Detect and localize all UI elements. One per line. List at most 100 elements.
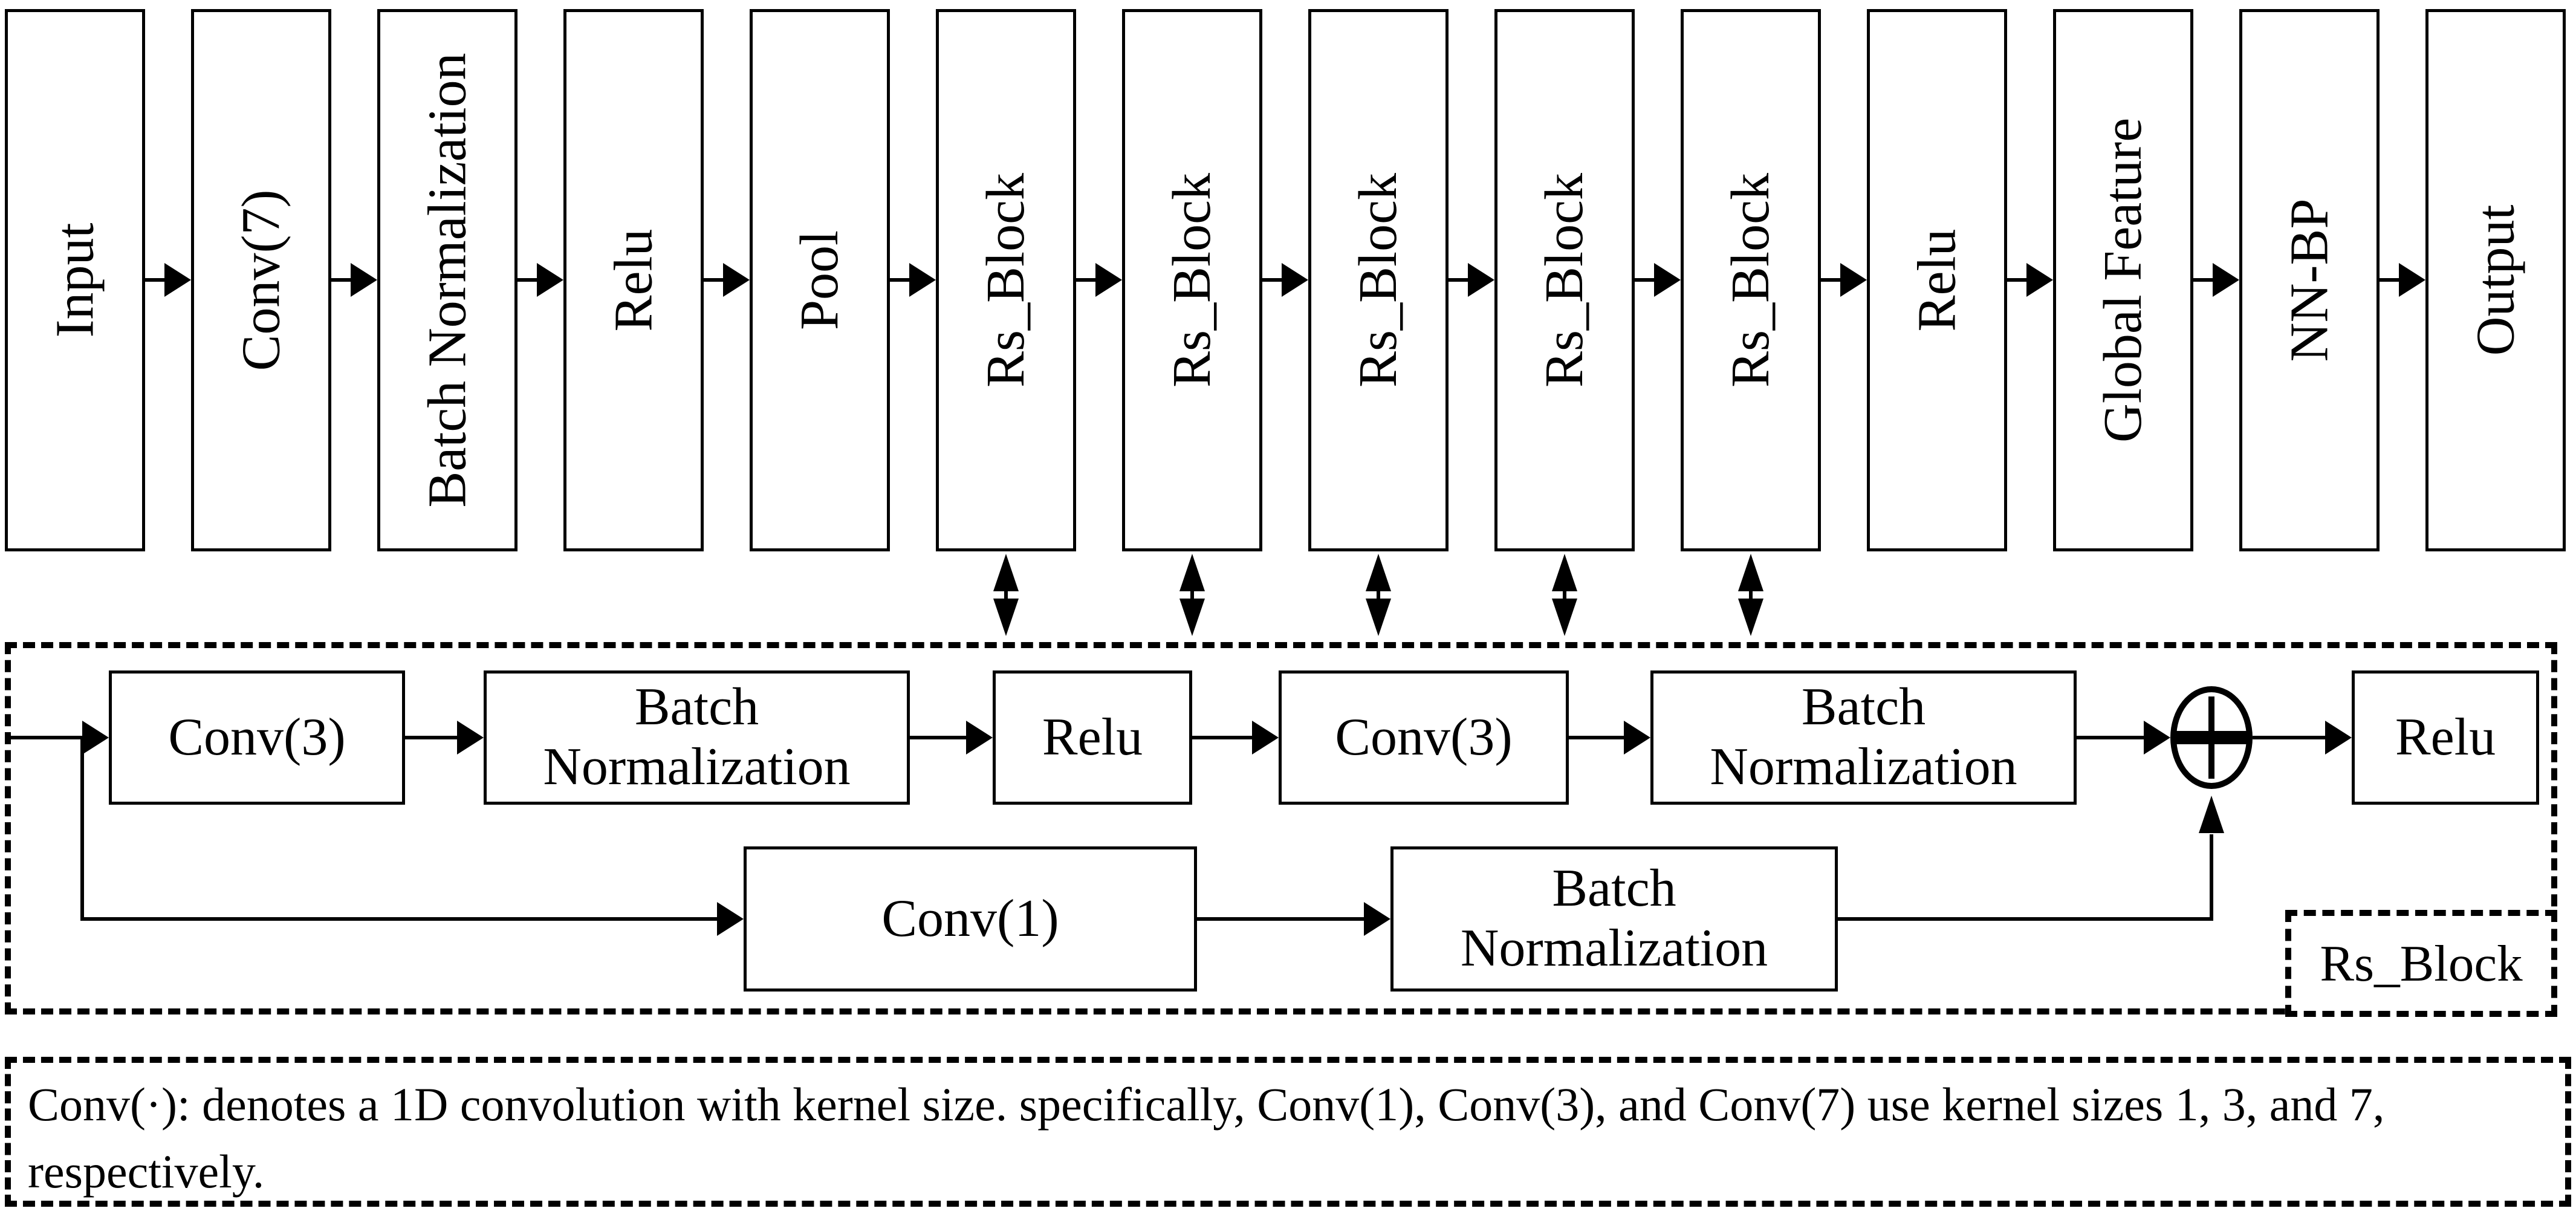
flow-line bbox=[2077, 736, 2145, 739]
flow-line bbox=[1192, 736, 1253, 739]
right-arrowhead-icon bbox=[717, 902, 744, 936]
right-arrowhead-icon bbox=[351, 263, 377, 297]
detail-box-relu-out: Relu bbox=[2352, 670, 2539, 805]
top-row-box-rs-block: Rs_Block bbox=[1308, 9, 1449, 551]
flow-line bbox=[145, 278, 166, 282]
right-arrowhead-icon bbox=[723, 263, 750, 297]
top-row-box-label: Rs_Block bbox=[1721, 172, 1781, 388]
shortcut-line bbox=[80, 917, 718, 921]
detail-entry-line bbox=[11, 736, 83, 739]
detail-box-conv3-b: Conv(3) bbox=[1279, 670, 1569, 805]
double-arrow-line bbox=[1190, 590, 1194, 600]
detail-box-label-line1: Batch bbox=[1801, 678, 1926, 737]
right-arrowhead-icon bbox=[2026, 263, 2053, 297]
top-row-box-relu: Relu bbox=[563, 9, 704, 551]
top-row-box-label: Rs_Block bbox=[1162, 172, 1222, 388]
detail-entry-arrowhead-icon bbox=[82, 721, 109, 755]
double-arrow-line bbox=[1749, 590, 1753, 600]
detail-box-label: Conv(3) bbox=[1335, 707, 1513, 767]
detail-box-conv3-a: Conv(3) bbox=[109, 670, 405, 805]
detail-box-label-line1: Batch bbox=[634, 678, 759, 737]
up-arrowhead-icon bbox=[2199, 796, 2224, 833]
rs-block-tag-label: Rs_Block bbox=[2320, 935, 2523, 992]
right-arrowhead-icon bbox=[2325, 721, 2352, 755]
top-row-box-batch-normalization: Batch Normalization bbox=[377, 9, 517, 551]
top-row-box-label: Rs_Block bbox=[1348, 172, 1409, 388]
top-row-box-rs-block: Rs_Block bbox=[1122, 9, 1262, 551]
double-arrow-down-icon bbox=[993, 599, 1019, 636]
right-arrowhead-icon bbox=[1252, 721, 1279, 755]
shortcut-branch-line bbox=[80, 736, 84, 921]
top-row-box-output: Output bbox=[2425, 9, 2566, 551]
right-arrowhead-icon bbox=[537, 263, 563, 297]
right-arrowhead-icon bbox=[457, 721, 484, 755]
shortcut-join-line bbox=[1838, 917, 2213, 921]
flow-line bbox=[704, 278, 724, 282]
detail-box-batchnorm-b: Batch Normalization bbox=[1650, 670, 2077, 805]
top-row-box-pool: Pool bbox=[750, 9, 890, 551]
detail-box-label: Conv(3) bbox=[168, 707, 346, 767]
right-arrowhead-icon bbox=[1095, 263, 1122, 297]
right-arrowhead-icon bbox=[1840, 263, 1867, 297]
double-arrow-up-icon bbox=[1552, 554, 1577, 591]
double-arrow-down-icon bbox=[1179, 599, 1205, 636]
right-arrowhead-icon bbox=[2144, 721, 2170, 755]
flow-line bbox=[331, 278, 352, 282]
top-row-box-rs-block: Rs_Block bbox=[1681, 9, 1821, 551]
right-arrowhead-icon bbox=[966, 721, 993, 755]
top-row-box-rs-block: Rs_Block bbox=[936, 9, 1076, 551]
top-row-box-label: Relu bbox=[603, 229, 664, 332]
flow-line bbox=[890, 278, 910, 282]
double-arrow-line bbox=[1377, 590, 1380, 600]
flow-line bbox=[1821, 278, 1841, 282]
double-arrow-line bbox=[1563, 590, 1566, 600]
double-arrow-down-icon bbox=[1552, 599, 1577, 636]
top-row-box-label: Input bbox=[45, 222, 105, 338]
right-arrowhead-icon bbox=[909, 263, 936, 297]
double-arrow-up-icon bbox=[993, 554, 1019, 591]
double-arrow-up-icon bbox=[1738, 554, 1763, 591]
rs-block-tag-box: Rs_Block bbox=[2285, 910, 2557, 1017]
detail-box-label-line2: Normalization bbox=[1460, 919, 1768, 978]
flow-line bbox=[910, 736, 967, 739]
double-arrow-down-icon bbox=[1738, 599, 1763, 636]
top-row-box-input: Input bbox=[5, 9, 145, 551]
right-arrowhead-icon bbox=[1364, 902, 1390, 936]
right-arrowhead-icon bbox=[2213, 263, 2239, 297]
flow-line bbox=[1197, 917, 1365, 921]
circled-plus-vbar bbox=[2208, 696, 2214, 779]
flow-line bbox=[1262, 278, 1283, 282]
caption-box: Conv(·): denotes a 1D convolution with k… bbox=[5, 1057, 2571, 1207]
top-row-box-label: Rs_Block bbox=[976, 172, 1036, 388]
flow-line bbox=[1569, 736, 1625, 739]
caption-line-1: Conv(·): denotes a 1D convolution with k… bbox=[28, 1078, 2385, 1131]
flow-line bbox=[2253, 736, 2326, 739]
detail-box-label: Relu bbox=[2395, 707, 2496, 767]
top-row-box-label: Batch Normalization bbox=[417, 53, 478, 508]
detail-box-label: Relu bbox=[1042, 707, 1143, 767]
top-row-box-conv-7-: Conv(7) bbox=[191, 9, 331, 551]
flow-line bbox=[2007, 278, 2028, 282]
detail-box-relu-a: Relu bbox=[993, 670, 1192, 805]
top-row-box-relu: Relu bbox=[1867, 9, 2007, 551]
right-arrowhead-icon bbox=[164, 263, 191, 297]
top-row-box-label: Relu bbox=[1907, 229, 1967, 332]
flow-line bbox=[517, 278, 538, 282]
shortcut-up-line bbox=[2210, 834, 2213, 921]
flow-line bbox=[1076, 278, 1097, 282]
caption-line-2: respectively. bbox=[28, 1144, 265, 1198]
top-row-box-label: Output bbox=[2465, 204, 2526, 356]
detail-box-batchnorm-c: Batch Normalization bbox=[1390, 846, 1838, 992]
top-row-box-global-feature: Global Feature bbox=[2053, 9, 2193, 551]
top-row-box-label: Rs_Block bbox=[1534, 172, 1595, 388]
flow-line bbox=[1635, 278, 1655, 282]
top-row-box-label: Pool bbox=[790, 230, 850, 331]
detail-box-label-line2: Normalization bbox=[543, 738, 851, 796]
right-arrowhead-icon bbox=[1654, 263, 1681, 297]
detail-box-label-line1: Batch bbox=[1552, 859, 1676, 918]
detail-box-label-line2: Normalization bbox=[1710, 738, 2017, 796]
top-row-box-rs-block: Rs_Block bbox=[1494, 9, 1635, 551]
double-arrow-line bbox=[1004, 590, 1008, 600]
flow-line bbox=[2380, 278, 2400, 282]
